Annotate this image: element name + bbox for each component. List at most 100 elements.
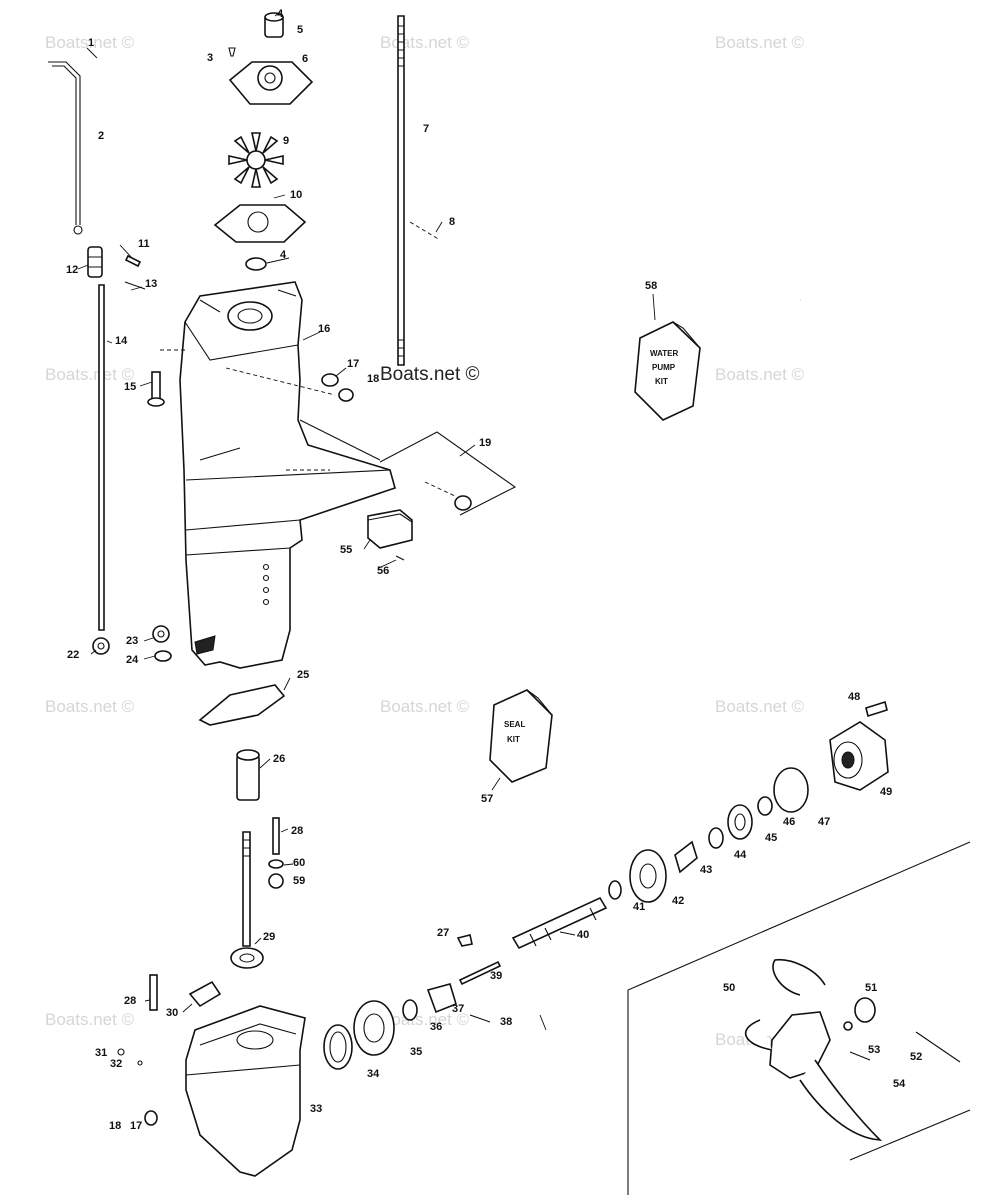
callout-4: 4 [280, 249, 287, 261]
callout-5: 5 [297, 24, 303, 36]
gearcase-upper-housing [160, 281, 396, 669]
callout-36: 36 [430, 1021, 442, 1033]
watermark: Boats.net © [380, 1010, 470, 1029]
callout-34: 34 [367, 1068, 380, 1080]
watermark: Boats.net © [45, 697, 135, 716]
callout-22: 22 [67, 649, 79, 661]
callout-37: 37 [452, 1003, 464, 1015]
watermark-prominent: Boats.net © [380, 364, 480, 385]
watermark: Boats.net © [715, 365, 805, 384]
impeller [228, 132, 284, 188]
callout-labels: 1 2 3 4 5 6 7 9 10 8 11 4 12 13 14 16 17… [66, 8, 922, 1132]
callout-40: 40 [577, 929, 589, 941]
callout-12: 12 [66, 264, 78, 276]
shift-rod-lower [92, 284, 110, 655]
water-pump-kit-box: WATER PUMP KIT [634, 321, 701, 421]
drive-shaft-lower [230, 831, 264, 969]
callout-3: 3 [207, 52, 213, 64]
watermark: Boats.net © [45, 1010, 135, 1029]
callout-43: 43 [700, 864, 712, 876]
callout-27: 27 [437, 927, 449, 939]
kit-leader-lines [491, 293, 656, 791]
kit-label-line: PUMP [652, 363, 676, 372]
o-ring [773, 767, 809, 813]
watermark: Boats.net © [380, 697, 470, 716]
lower-fasteners [117, 974, 222, 1066]
bearing-carrier [829, 700, 889, 791]
callout-60: 60 [293, 857, 305, 869]
callout-17: 17 [347, 358, 359, 370]
propeller-shaft [511, 896, 608, 950]
callout-8: 8 [449, 216, 455, 228]
callout-35: 35 [410, 1046, 422, 1058]
callout-29: 29 [263, 931, 275, 943]
callout-19: 19 [479, 437, 491, 449]
callout-7: 7 [423, 123, 429, 135]
callout-50: 50 [723, 982, 735, 994]
callout-28: 28 [124, 995, 136, 1007]
callout-11: 11 [138, 238, 150, 250]
shift-rod [48, 61, 83, 235]
callout-26: 26 [273, 753, 285, 765]
callout-18: 18 [109, 1120, 121, 1132]
kit-label-line: KIT [507, 735, 520, 744]
kit-label-line: KIT [655, 377, 668, 386]
kit-label-line: WATER [650, 349, 679, 358]
callout-6: 6 [302, 53, 308, 65]
housing-nuts [152, 625, 172, 662]
callout-23: 23 [126, 635, 138, 647]
callout-14: 14 [115, 335, 128, 347]
lower-gearcase [144, 1005, 306, 1177]
callout-44: 44 [734, 849, 747, 861]
callout-16: 16 [318, 323, 330, 335]
callout-38: 38 [500, 1016, 512, 1028]
watermark: Boats.net © [715, 697, 805, 716]
callout-33: 33 [310, 1103, 322, 1115]
watermark-layer: Boats.net © Boats.net © Boats.net © Boat… [45, 33, 805, 1049]
callout-18: 18 [367, 373, 379, 385]
callout-58: 58 [645, 280, 657, 292]
callout-48: 48 [848, 691, 860, 703]
callout-10: 10 [290, 189, 302, 201]
watermark: Boats.net © [715, 33, 805, 52]
shift-rod-coupler [87, 246, 146, 290]
callout-28: 28 [291, 825, 303, 837]
callout-42: 42 [672, 895, 684, 907]
callout-39: 39 [490, 970, 502, 982]
seal-kit-box: SEAL KIT [489, 689, 553, 783]
callout-41: 41 [633, 901, 645, 913]
drive-shaft-spacer [236, 749, 260, 801]
callout-57: 57 [481, 793, 493, 805]
anode-block [367, 509, 413, 561]
callout-4: 4 [277, 8, 284, 20]
watermark: Boats.net © [45, 365, 135, 384]
callout-52: 52 [910, 1051, 922, 1063]
shift-pin [456, 934, 502, 986]
callout-54: 54 [893, 1078, 906, 1090]
callout-30: 30 [166, 1007, 178, 1019]
callout-45: 45 [765, 832, 777, 844]
callout-2: 2 [98, 130, 104, 142]
callout-1: 1 [88, 37, 94, 49]
propeller [627, 841, 971, 1195]
leader-lines [77, 11, 576, 1031]
callout-59: 59 [293, 875, 305, 887]
drive-shaft-upper [397, 15, 441, 366]
callout-53: 53 [868, 1044, 880, 1056]
callout-46: 46 [783, 816, 795, 828]
callout-13: 13 [145, 278, 157, 290]
kit-label-line: SEAL [504, 720, 525, 729]
watermark: Boats.net © [380, 33, 470, 52]
callout-51: 51 [865, 982, 877, 994]
callout-15: 15 [124, 381, 136, 393]
gasket [198, 684, 286, 726]
callout-9: 9 [283, 135, 289, 147]
housing-bolt [147, 371, 165, 407]
water-pump-assembly [213, 12, 314, 271]
callout-47: 47 [818, 816, 830, 828]
trim-tab-area [379, 431, 517, 516]
callout-31: 31 [95, 1047, 107, 1059]
callout-17: 17 [130, 1120, 142, 1132]
